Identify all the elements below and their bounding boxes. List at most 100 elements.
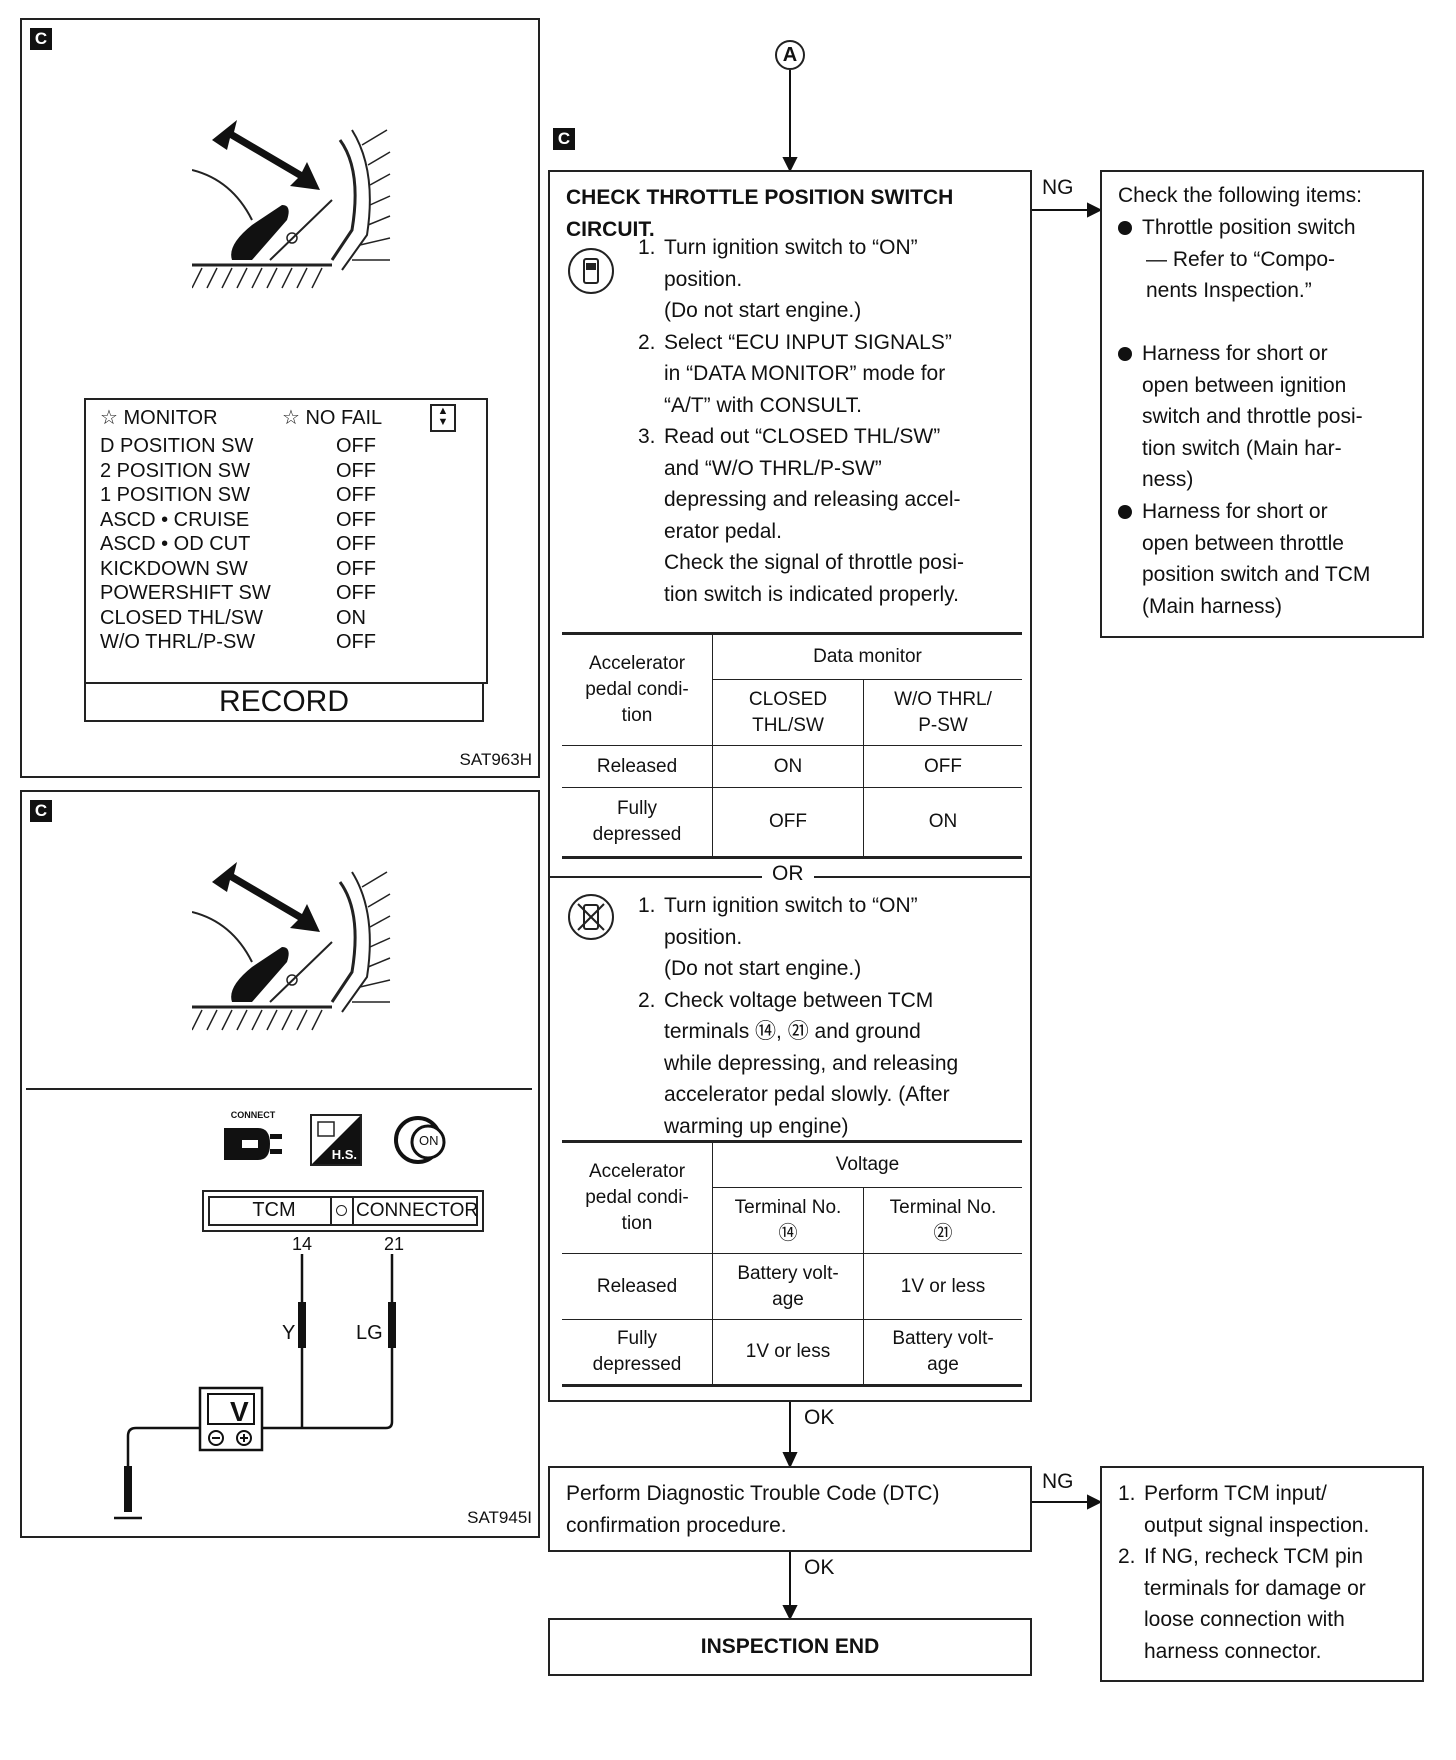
bullet-line: switch and throttle posi- xyxy=(1142,405,1363,428)
step-line: tion switch is indicated properly. xyxy=(664,582,959,606)
consult-icon xyxy=(568,248,614,294)
bullet-dot-icon xyxy=(1118,221,1132,235)
record-button[interactable]: RECORD xyxy=(84,682,484,722)
table2-col2: Terminal No.㉑ xyxy=(863,1187,1022,1254)
step-line: (Do not start engine.) xyxy=(664,299,862,322)
monitor-value: OFF xyxy=(336,459,376,482)
on-label: ON xyxy=(419,1133,439,1148)
ok-label-1: OK xyxy=(804,1406,835,1429)
step-line: in “DATA MONITOR” mode for xyxy=(664,362,946,385)
scroll-arrows-icon[interactable]: ▲▼ xyxy=(430,404,456,432)
table2-row2-a: 1V or less xyxy=(712,1319,864,1387)
table2-col1: Terminal No.⑭ xyxy=(712,1187,864,1254)
table1-row2-b: ON xyxy=(863,787,1022,859)
bullet-line: ness) xyxy=(1142,468,1194,491)
step-line: Turn ignition switch to “ON” xyxy=(664,894,918,917)
monitor-value: OFF xyxy=(336,484,376,506)
ng-tcm-inspection-box: 1. Perform TCM input/output signal inspec… xyxy=(1100,1466,1424,1682)
inspection-end-box: INSPECTION END xyxy=(548,1618,1032,1676)
ng-box-title: Check the following items: xyxy=(1118,184,1362,207)
monitor-item: D POSITION SW xyxy=(100,435,254,457)
step-number: 2. xyxy=(638,330,656,354)
figure-voltage-check: C CONNECT H.S. xyxy=(20,790,540,1538)
step-line: Check the signal of throttle posi- xyxy=(664,551,964,574)
step-line: depressing and releasing accel- xyxy=(664,488,961,511)
connector-tcm-label: TCM xyxy=(252,1199,296,1221)
step-line: Perform TCM input/ xyxy=(1144,1482,1327,1505)
step-line: position. xyxy=(664,925,743,949)
step-number: 1. xyxy=(638,894,656,917)
step-line: “A/T” with CONSULT. xyxy=(664,393,862,417)
connector-label: CONNECTOR xyxy=(356,1200,479,1221)
bullet-line: — Refer to “Compo- xyxy=(1146,247,1336,271)
bullet-line: position switch and TCM xyxy=(1142,563,1371,586)
table2-head-group: Voltage xyxy=(712,1140,1022,1188)
bullet-line: open between throttle xyxy=(1142,531,1344,555)
step-line: loose connection with xyxy=(1144,1608,1345,1631)
table2-row1-cond: Released xyxy=(562,1253,713,1320)
step-number: 2. xyxy=(638,988,656,1012)
pedal-illustration xyxy=(192,120,391,289)
monitor-header-right: ☆ NO FAIL xyxy=(282,407,383,429)
figure-badge: C xyxy=(30,800,52,822)
bullet-dot-icon xyxy=(1118,347,1132,361)
monitor-value: OFF xyxy=(336,582,376,604)
monitor-value: ON xyxy=(336,606,366,629)
monitor-item: CLOSED THL/SW xyxy=(100,606,263,629)
flow-badge: C xyxy=(553,128,575,150)
connector-latch xyxy=(330,1196,354,1226)
ignition-on-icon: ON xyxy=(394,1112,452,1170)
monitor-row: KICKDOWN SW OFF xyxy=(100,557,460,582)
bullet-dot-icon xyxy=(1118,505,1132,519)
monitor-item: ASCD • OD CUT xyxy=(100,533,251,555)
table2-row2-b: Battery volt-age xyxy=(863,1319,1022,1387)
table1-row1-cond: Released xyxy=(562,745,713,788)
ok-label-2: OK xyxy=(804,1556,835,1579)
step-line: Read out “CLOSED THL/SW” xyxy=(664,425,941,448)
dtc-procedure-box: Perform Diagnostic Trouble Code (DTC) co… xyxy=(548,1466,1032,1552)
step-number: 2. xyxy=(1118,1545,1136,1568)
step-number: 3. xyxy=(638,425,656,448)
step-line: output signal inspection. xyxy=(1144,1513,1370,1537)
or-label: OR xyxy=(762,862,814,886)
table1-head-group: Data monitor xyxy=(712,632,1022,680)
bullet-line: Throttle position switch xyxy=(1142,216,1356,239)
bullet-line: nents Inspection.” xyxy=(1146,279,1312,302)
connect-label: CONNECT xyxy=(230,1110,276,1120)
dtc-text: Perform Diagnostic Trouble Code (DTC) co… xyxy=(566,1482,940,1537)
monitor-item: 2 POSITION SW xyxy=(100,459,251,482)
step-line: while depressing, and releasing xyxy=(664,1051,959,1075)
step-line: warming up engine) xyxy=(664,1114,849,1138)
monitor-item: W/O THRL/P-SW xyxy=(100,631,256,653)
monitor-value: OFF xyxy=(336,557,376,580)
ng-check-items-box: Check the following items: Throttle posi… xyxy=(1100,170,1424,638)
hs-icon: H.S. xyxy=(310,1114,362,1166)
table2-row1-b: 1V or less xyxy=(863,1253,1022,1320)
step-number: 1. xyxy=(1118,1482,1136,1505)
step-line: and “W/O THRL/P-SW” xyxy=(664,456,882,480)
step-line: terminals for damage or xyxy=(1144,1576,1366,1600)
monitor-value: OFF xyxy=(336,533,376,555)
check-tps-box: CHECK THROTTLE POSITION SWITCH CIRCUIT. … xyxy=(548,170,1032,1402)
step-line: terminals ⑭, ㉑ and ground xyxy=(664,1020,921,1043)
step-line: position. xyxy=(664,267,743,291)
meter-label: V xyxy=(230,1396,249,1427)
monitor-item: KICKDOWN SW xyxy=(100,557,248,580)
monitor-value: OFF xyxy=(336,631,376,653)
wire-lg-label: LG xyxy=(356,1322,383,1344)
bullet-line: Harness for short or xyxy=(1142,342,1328,365)
pin-14-label: 14 xyxy=(292,1234,313,1254)
divider xyxy=(26,1088,532,1090)
step-line: harness connector. xyxy=(1144,1639,1322,1663)
monitor-header-left: ☆ MONITOR xyxy=(100,407,218,429)
